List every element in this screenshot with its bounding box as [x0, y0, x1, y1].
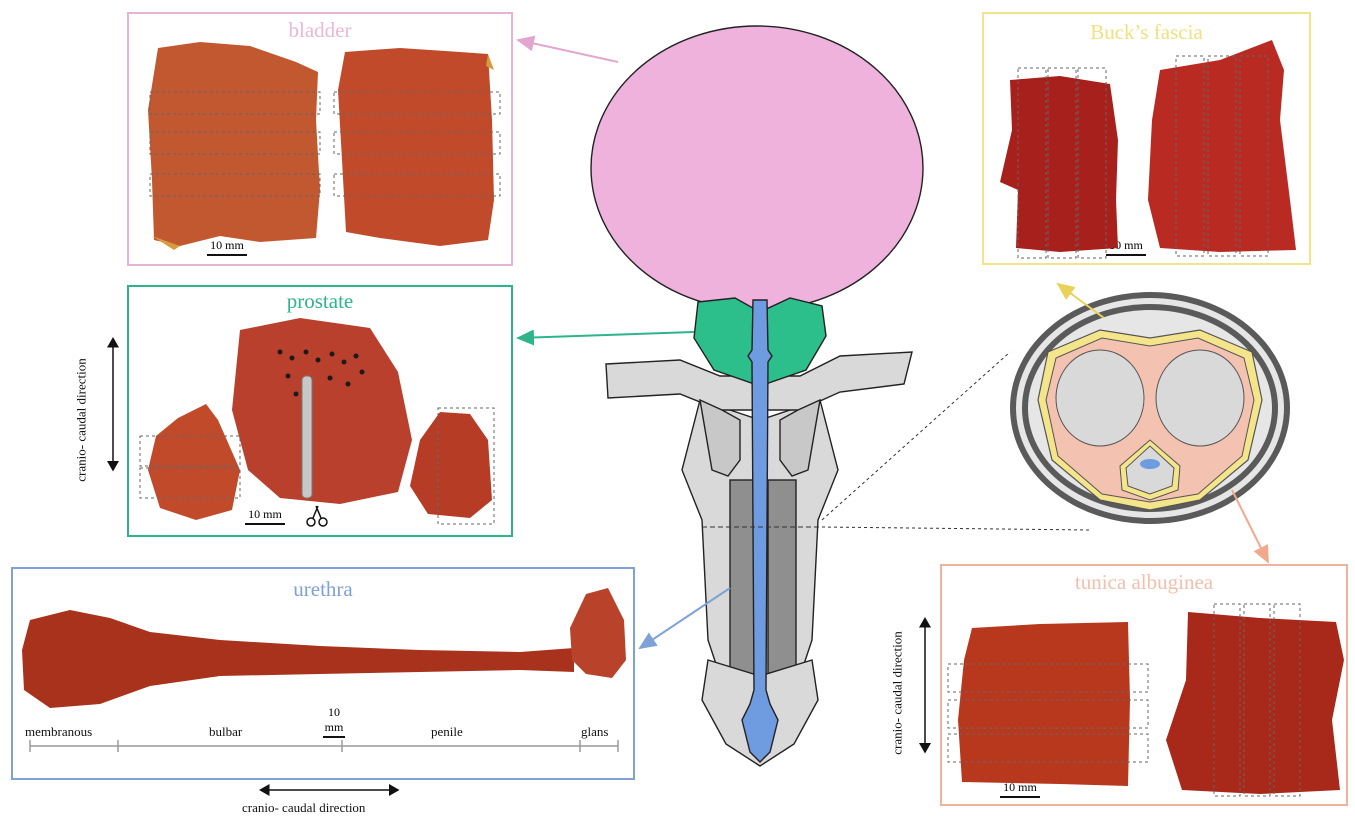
prostate-specimen-center [232, 318, 412, 504]
prostate-specimens [140, 318, 494, 526]
penile-cross-section [1010, 292, 1290, 524]
bucks-specimen-right [1148, 40, 1296, 252]
bladder-specimen-left [148, 42, 320, 246]
prostate-urethra-probe [302, 376, 312, 498]
tunica-specimen-left [958, 622, 1130, 786]
tunica-arrow [1232, 490, 1268, 562]
bucks-fascia-specimens [1000, 40, 1296, 258]
prostate-arrow [518, 332, 694, 338]
prostate-specimen-left [148, 404, 240, 520]
bladder-specimens [148, 42, 500, 250]
tunica-specimen-right [1166, 612, 1344, 794]
urethra-segment-axis [30, 740, 618, 752]
tunica-specimens [948, 604, 1344, 796]
cross-section-urethra [1140, 459, 1160, 469]
prostate-specimen-right [410, 412, 492, 518]
bladder-specimen-right [338, 48, 494, 246]
bladder-shape [591, 26, 923, 310]
corpus-cavernosum-right [768, 480, 796, 680]
cross-section-corpus-left [1056, 350, 1144, 446]
urethra-specimen [22, 588, 626, 708]
bladder-arrow [518, 40, 618, 62]
cross-section-corpus-right [1156, 350, 1244, 446]
central-anatomy [591, 26, 923, 766]
